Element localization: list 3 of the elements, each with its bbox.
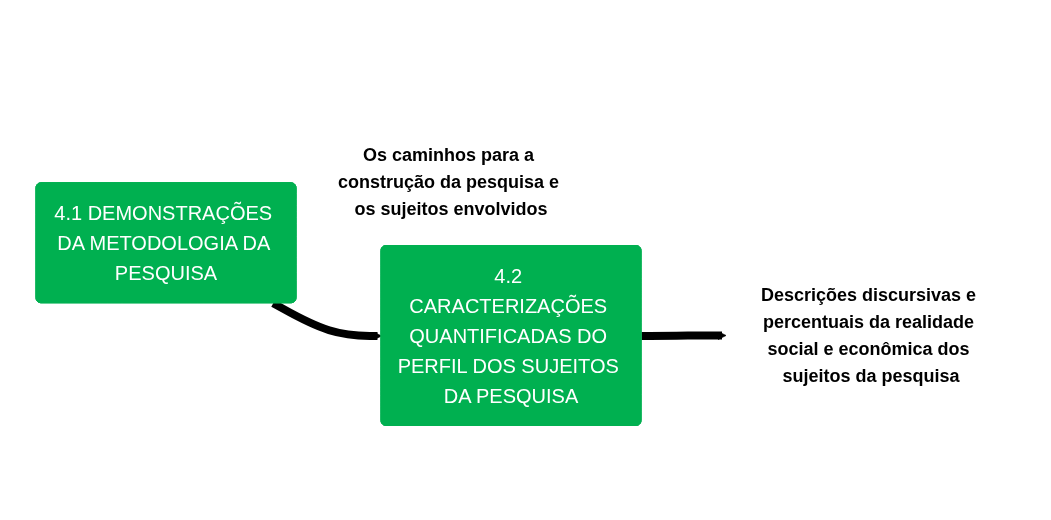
arrow — [640, 331, 726, 340]
node-text: Descrições discursivas e percentuais da realidade social e econômica dos sujeitos da pesquisa — [760, 284, 976, 386]
node-label: Os caminhos para a construção da pesquisa e os sujeitos envolvidos — [337, 144, 559, 219]
